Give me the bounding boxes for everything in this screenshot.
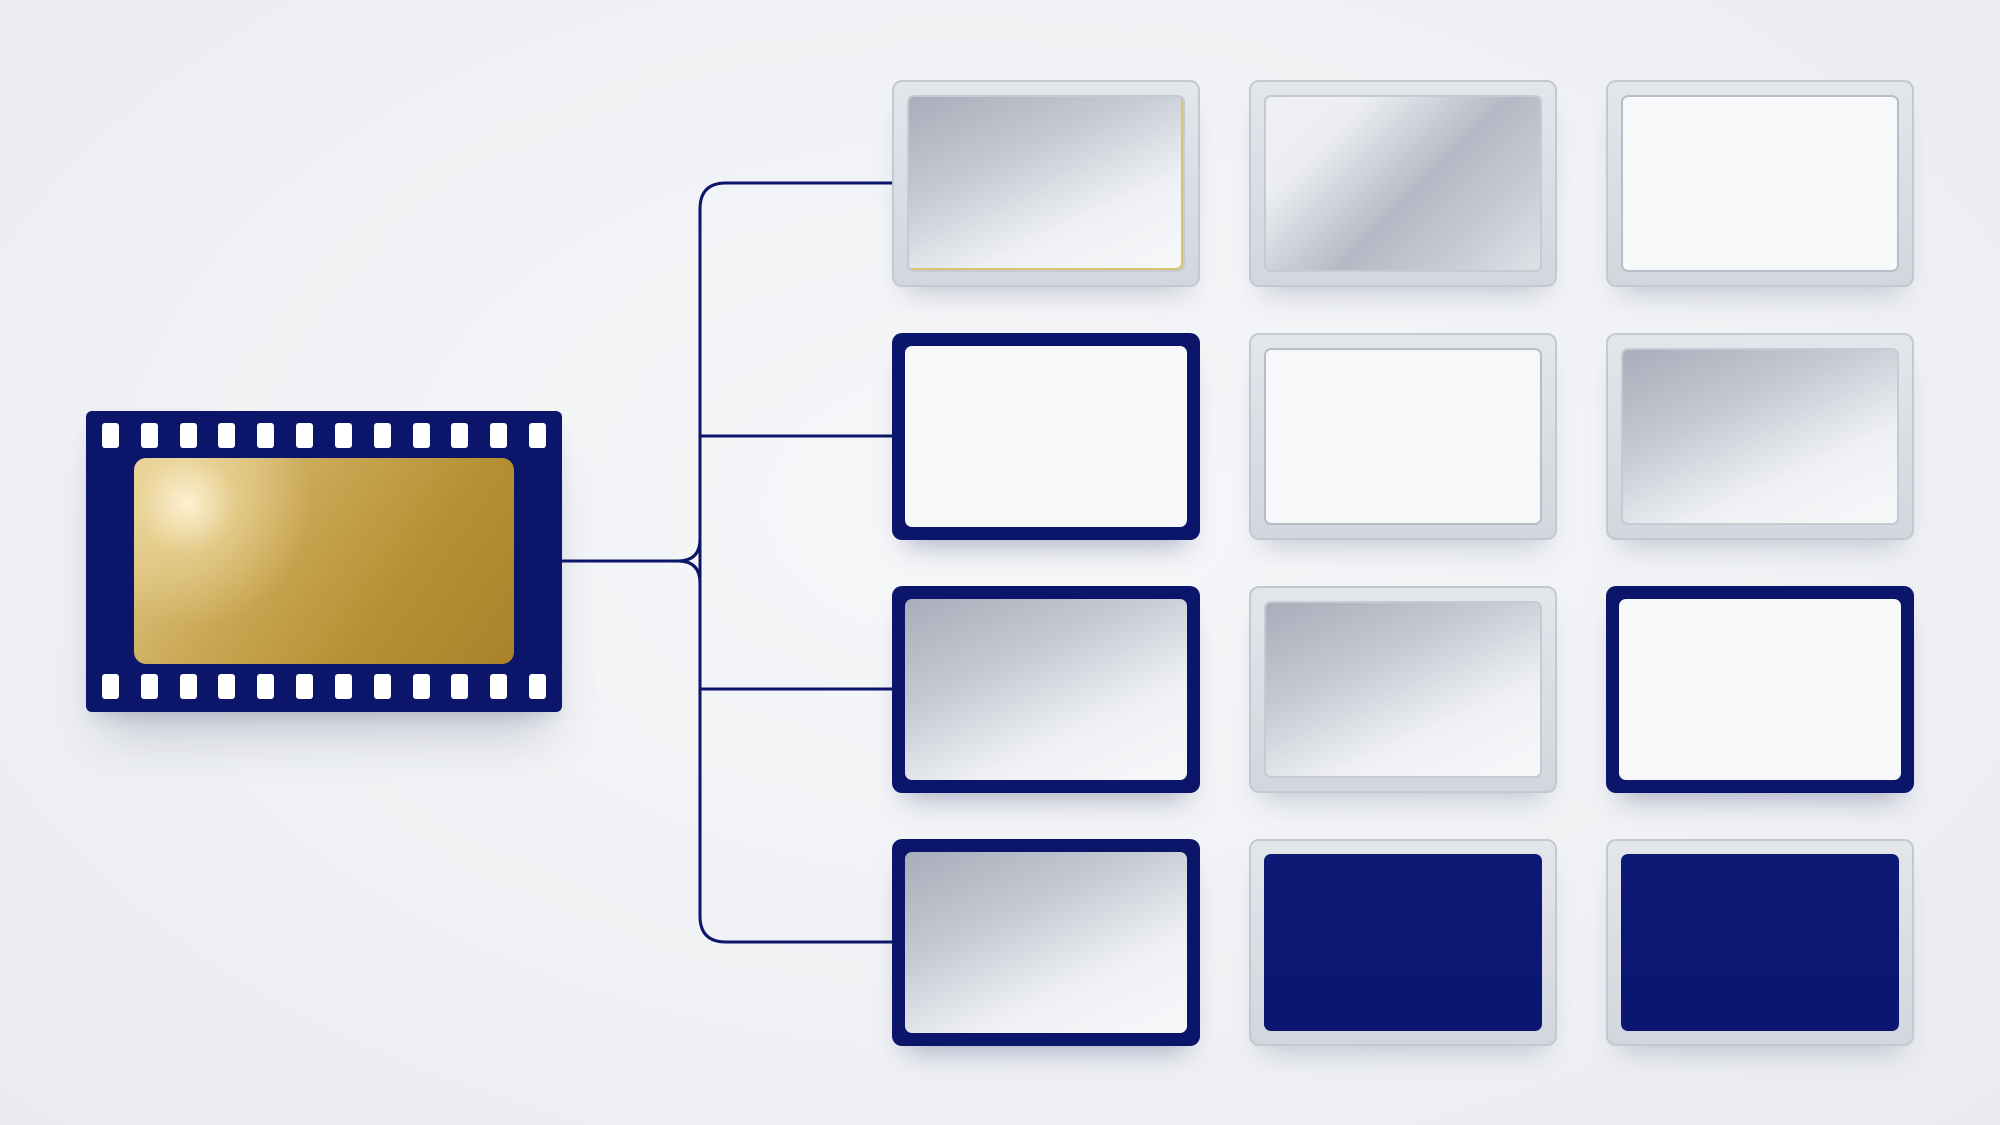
output-frame-content (1264, 95, 1542, 272)
output-frame-content (905, 346, 1187, 527)
output-frame-r4-c2 (1249, 839, 1557, 1046)
output-frame-r4-c1 (892, 839, 1200, 1046)
film-perforation (179, 423, 197, 448)
output-frame-content (1619, 599, 1901, 780)
film-perforation (102, 423, 119, 448)
film-perforation (490, 423, 508, 448)
output-frame-content (1621, 854, 1899, 1031)
film-perforation (296, 674, 314, 699)
film-perforation (296, 423, 314, 448)
output-frame-r3-c2 (1249, 586, 1557, 793)
film-perforation (140, 674, 158, 699)
film-perforation (218, 674, 236, 699)
connector-stem-down (676, 559, 702, 585)
output-frame-content (1264, 348, 1542, 525)
film-perforation (490, 674, 508, 699)
film-perforation (140, 423, 158, 448)
film-perforation (102, 674, 119, 699)
connector-trunk (698, 181, 894, 944)
film-perforation (334, 423, 352, 448)
output-frame-r1-c3 (1606, 80, 1914, 287)
output-frame-content (1621, 95, 1899, 272)
output-frame-content (1264, 854, 1542, 1031)
film-perforation (179, 674, 197, 699)
output-frame-r2-c3 (1606, 333, 1914, 540)
output-frame-content (1621, 348, 1899, 525)
output-frame-r1-c1 (892, 80, 1200, 287)
output-frame-r2-c1 (892, 333, 1200, 540)
film-perforation (334, 674, 352, 699)
output-frame-r4-c3 (1606, 839, 1914, 1046)
connector-stem-up (561, 537, 702, 563)
output-frame-r2-c2 (1249, 333, 1557, 540)
output-frame-r1-c2 (1249, 80, 1557, 287)
output-frame-r3-c1 (892, 586, 1200, 793)
film-perforation (451, 674, 469, 699)
film-perforation (451, 423, 469, 448)
film-perforation (257, 423, 275, 448)
output-frame-content (905, 852, 1187, 1033)
film-perforation (528, 674, 546, 699)
output-frame-content (1264, 601, 1542, 778)
source-film-strip (86, 411, 562, 712)
film-perforation (257, 674, 275, 699)
film-perforations-bottom (102, 674, 546, 700)
film-perforation (373, 674, 391, 699)
film-perforation (218, 423, 236, 448)
film-perforation (528, 423, 546, 448)
film-perforation (373, 423, 391, 448)
film-perforations-top (102, 423, 546, 449)
output-frame-content (905, 599, 1187, 780)
output-frame-content (907, 95, 1185, 272)
film-frame-gold (134, 458, 514, 664)
film-perforation (412, 674, 430, 699)
film-perforation (412, 423, 430, 448)
output-frame-r3-c3 (1606, 586, 1914, 793)
